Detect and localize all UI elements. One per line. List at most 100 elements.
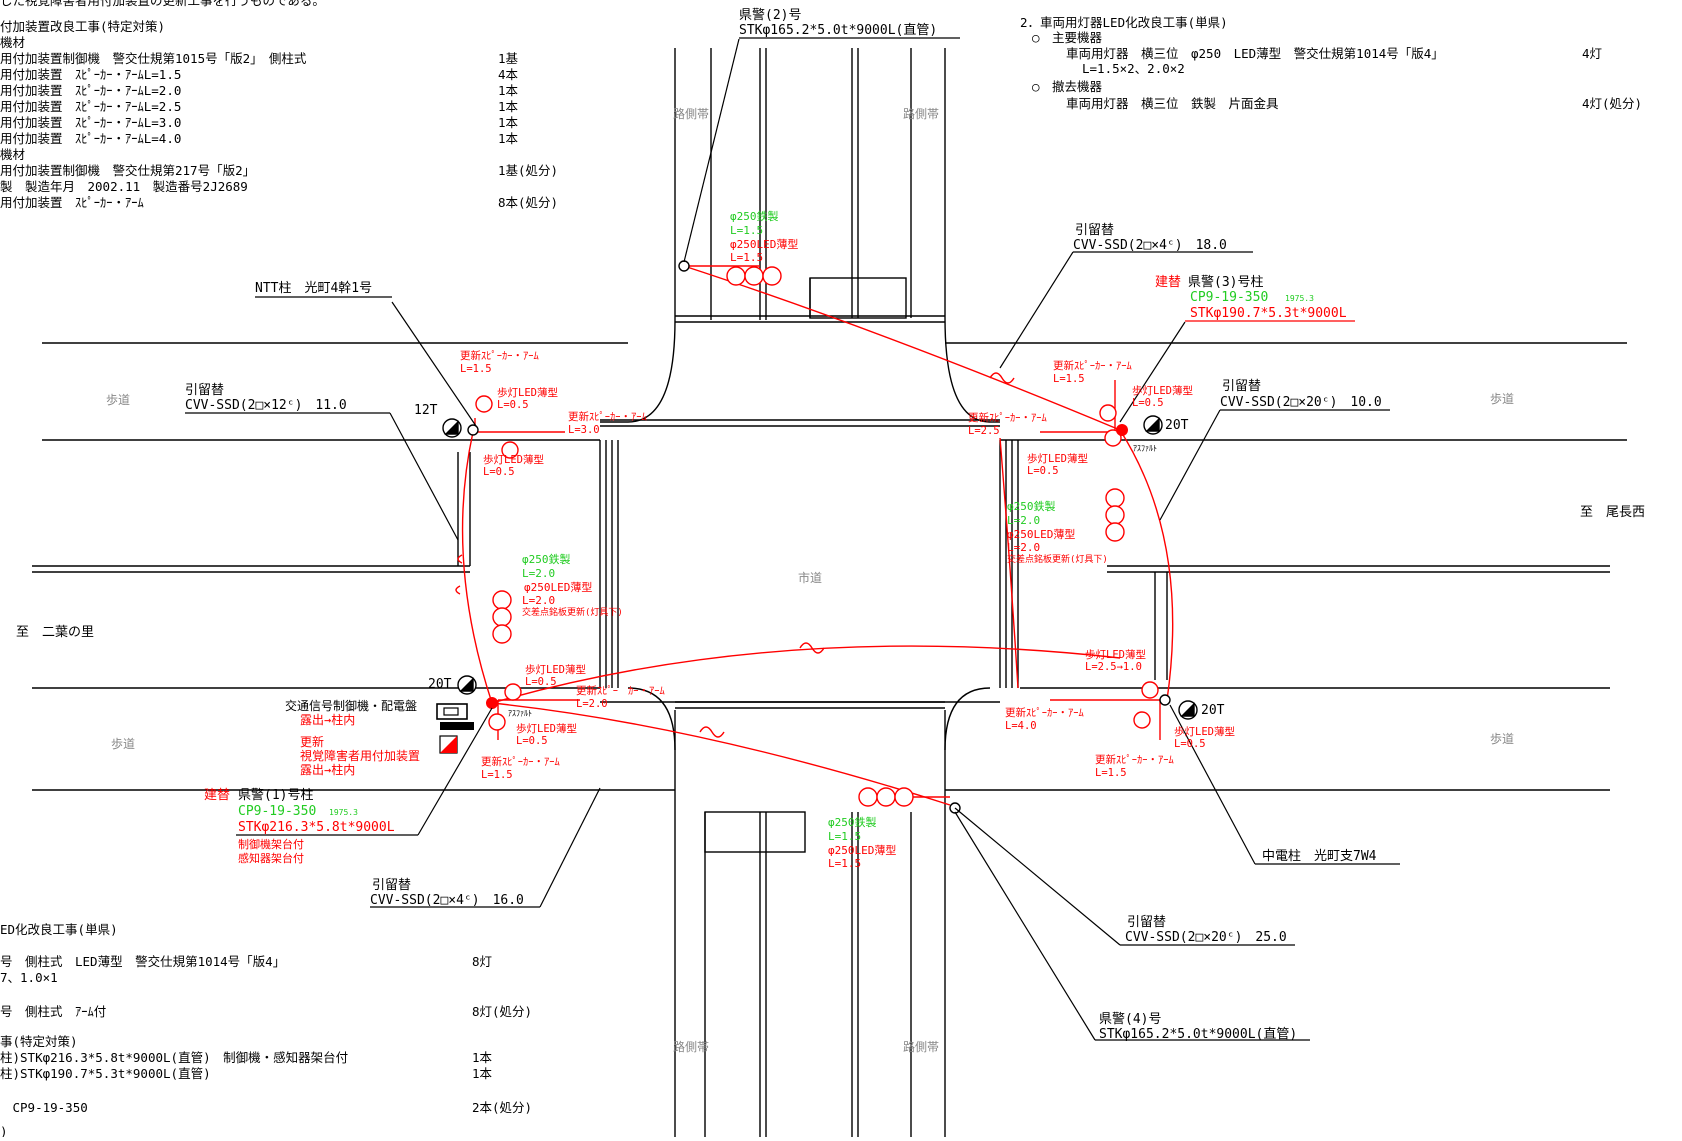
controller-exposed: 露出→柱内 [300, 712, 355, 727]
arm-length: L=2.5 [968, 425, 1000, 437]
pole-4-spec: STKφ165.2*5.0t*9000L(直管) [1099, 1027, 1297, 1042]
transformer-label: 12T [414, 403, 438, 418]
walkway-label: 歩道 [1490, 391, 1514, 406]
pole-3-spec: STKφ190.7*5.3t*9000L [1190, 306, 1347, 321]
spec-qty: 4灯 [1582, 46, 1602, 61]
spec-line: 2．車両用灯器LED化改良工事(単県) [1020, 15, 1228, 30]
spec-line: 用付加装置制御機 警交仕規第1015号「版2」 側柱式 [0, 51, 307, 66]
walk-lamp-label: 歩灯LED薄型 [516, 722, 577, 735]
cable-label: 引留替 [372, 878, 411, 893]
spec-line: L=1.5×2、2.0×2 [1082, 61, 1185, 76]
cable-spec: CVV-SSD(2□×4ᶜ) 16.0 [370, 893, 524, 908]
arm-length: L=4.0 [1005, 720, 1037, 732]
walk-lamp-label: 歩灯LED薄型 [483, 453, 544, 466]
city-road-label: 市道 [798, 570, 822, 585]
cable-label: 引留替 [1075, 223, 1114, 238]
spec-line: 車両用灯器 横三位 φ250 LED薄型 警交仕規第1014号「版4」 [1066, 46, 1444, 61]
signal-led-label: φ250LED薄型 [730, 237, 798, 251]
shoulder-label: 路側帯 [903, 106, 939, 121]
controller-box [436, 703, 474, 754]
arm-labels: 更新ｽﾋﾟｰｶｰ・ｱｰﾑ L=1.5 歩灯LED薄型 L=0.5 更新ｽﾋﾟｰｶ… [460, 349, 1235, 781]
spec-line: 柱)STKφ216.3*5.8t*9000L(直管) 制御機・感知器架台付 [0, 1050, 348, 1065]
spec-line: ED化改良工事(単県) [0, 922, 118, 937]
spec-line: ○ 撤去機器 [1032, 79, 1103, 94]
spec-qty: 1本 [498, 115, 519, 130]
walk-lamp-length: L=2.5→1.0 [1085, 661, 1142, 673]
plate-note: 交差点銘板更新(灯具下) [1007, 553, 1108, 565]
arm-length: L=1.5 [481, 769, 513, 781]
signal-length: L=1.5 [730, 224, 763, 237]
spec-qty: 4灯(処分) [1582, 96, 1642, 111]
pole-labels: 県警(2)号 STKφ165.2*5.0t*9000L(直管) 建替 県警(3)… [204, 7, 1377, 1042]
signal-length: L=2.0 [1007, 514, 1040, 527]
arm-label: 更新ｽﾋﾟｰｶｰ・ｱｰﾑ [968, 411, 1047, 424]
pole-1-name: 県警(1)号柱 [238, 787, 313, 803]
spec-qty: 8灯(処分) [472, 1004, 532, 1019]
asphalt-label: ｱｽﾌｧﾙﾄ [1133, 444, 1157, 453]
spec-line: ) [0, 1124, 8, 1137]
pole-3-cp: CP9-19-350 [1190, 290, 1268, 305]
arm-label: 更新ｽﾋﾟｰｶｰ・ｱｰﾑ [568, 410, 647, 423]
spec-qty: 1基 [498, 51, 519, 66]
arm-label-part: ｶｰ・ｱｰﾑ [628, 685, 665, 697]
pole-1-spec: STKφ216.3*5.8t*9000L [238, 820, 395, 835]
signal-led-label: φ250LED薄型 [828, 843, 896, 857]
spec-line: CP9-19-350 [0, 1100, 88, 1115]
plate-note: 交差点銘板更新(灯具下) [522, 606, 623, 618]
spec-qty: 2本(処分) [472, 1100, 532, 1115]
device-exposed: 露出→柱内 [300, 762, 355, 777]
spec-line: 用付加装置制御機 警交仕規第217号「版2」 [0, 163, 255, 178]
spec-qty: 8灯 [472, 954, 492, 969]
cable-spec: CVV-SSD(2□×4ᶜ) 18.0 [1073, 238, 1227, 253]
spec-qty: 4本 [498, 67, 519, 82]
transformer-label: 20T [1165, 418, 1189, 433]
transformer-label: 20T [1201, 703, 1225, 718]
spec-line: 車両用灯器 横三位 鉄製 片面金具 [1066, 96, 1279, 111]
signal-labels: φ250鉄製 L=1.5 φ250LED薄型 L=1.5 φ250鉄製 L=2.… [522, 209, 1108, 870]
spec-line: 用付加装置 ｽﾋﾟｰｶｰ・ｱｰﾑ [0, 195, 144, 210]
spec-line: 柱)STKφ190.7*5.3t*9000L(直管) [0, 1066, 211, 1081]
walk-lamp-length: L=0.5 [1174, 738, 1206, 750]
arm-length: L=3.0 [568, 424, 600, 436]
arm-length: L=1.5 [460, 363, 492, 375]
spec-line: 製 製造年月 2002.11 製造番号2J2689 [0, 179, 248, 194]
arm-label: 更新ｽﾋﾟｰｶｰ・ｱｰﾑ [1095, 753, 1174, 766]
spec-qty: 8本(処分) [498, 195, 558, 210]
arm-length: L=1.5 [1053, 373, 1085, 385]
signal-iron-label: φ250鉄製 [1007, 499, 1056, 513]
destination-east: 至 尾長西 [1580, 505, 1645, 520]
pole-1-year: 1975.3 [329, 808, 358, 817]
signal-led-label: φ250LED薄型 [1007, 527, 1075, 541]
signal-heads [475, 266, 1159, 807]
spec-qty: 1本 [498, 83, 519, 98]
walk-lamp-label: 歩灯LED薄型 [1132, 384, 1193, 397]
signal-length: L=1.5 [828, 830, 861, 843]
spec-top-left: した視覚障害者用付加装置の更新工事を行うものである。 付加装置改良工事(特定対策… [0, 0, 558, 210]
walk-lamp-length: L=0.5 [483, 466, 515, 478]
spec-line: 用付加装置 ｽﾋﾟｰｶｰ・ｱｰﾑL=2.5 [0, 99, 181, 114]
spec-line: 機材 [0, 35, 25, 50]
device-update: 更新 [300, 734, 324, 749]
arm-length: L=1.5 [1095, 767, 1127, 779]
road-labels: 歩道 歩道 歩道 歩道 市道 路側帯 路側帯 路側帯 路側帯 至 二葉の里 至 … [16, 106, 1645, 1054]
spec-line: 号 側柱式 LED薄型 警交仕規第1014号「版4」 [0, 954, 285, 969]
signal-length: L=2.0 [522, 567, 555, 580]
cable-labels: 引留替 CVV-SSD(2□×4ᶜ) 18.0 引留替 CVV-SSD(2□×1… [185, 223, 1382, 945]
arm-length: L=2.0 [576, 698, 608, 710]
walk-lamp-label: 歩灯LED薄型 [1027, 452, 1088, 465]
device-name: 視覚障害者用付加装置 [300, 748, 420, 763]
signal-length: L=1.5 [730, 251, 763, 264]
walkway-label: 歩道 [111, 736, 135, 751]
signal-iron-label: φ250鉄製 [828, 815, 877, 829]
walkway-label: 歩道 [106, 392, 130, 407]
spec-qty: 1基(処分) [498, 163, 558, 178]
destination-west: 至 二葉の里 [16, 625, 94, 640]
walk-lamp-label: 歩灯LED薄型 [1174, 725, 1235, 738]
signal-length: L=2.0 [1007, 541, 1040, 554]
transformer-labels: 12T 20T 20T 20T [414, 403, 1225, 718]
shoulder-label: 路側帯 [903, 1039, 939, 1054]
arm-label: 更新ｽﾋﾟｰｶｰ・ｱｰﾑ [481, 755, 560, 768]
cable-label: 引留替 [1222, 379, 1261, 394]
spec-qty: 1本 [472, 1050, 493, 1065]
